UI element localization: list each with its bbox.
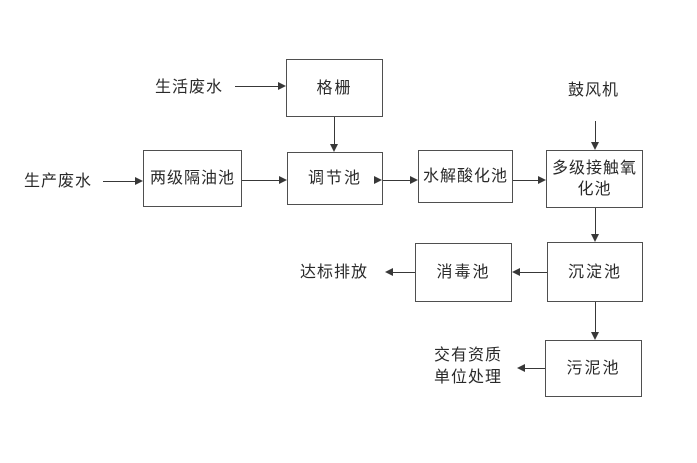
arrow-grating-to-regulation-line (334, 117, 335, 144)
node-oil-separation: 两级隔油池 (143, 150, 242, 207)
node-grating: 格栅 (286, 59, 383, 117)
node-disinfection: 消毒池 (415, 243, 512, 302)
node-oil-separation-label: 两级隔油池 (149, 170, 235, 187)
arrow-production-to-oil-line (103, 181, 135, 182)
arrow-regulation-to-hydrolysis-line (383, 180, 410, 181)
arrow-hydrolysis-to-oxidation-head (538, 176, 546, 184)
arrow-sedimentation-to-sludge-head (591, 332, 599, 340)
node-regulation: 调节池 (287, 152, 383, 205)
arrow-oil-to-regulation-head (279, 176, 287, 184)
node-disinfection-label: 消毒池 (436, 264, 491, 281)
arrow-sludge-to-qualified-head (517, 364, 525, 372)
label-domestic-wastewater: 生活废水 (155, 79, 224, 96)
label-qualified-disposal: 交有资质单位处理 (434, 347, 503, 386)
arrow-domestic-to-grating-line (235, 86, 278, 87)
arrow-blower-to-oxidation-line (595, 121, 596, 142)
arrow-sludge-to-qualified-line (525, 368, 545, 369)
label-blower: 鼓风机 (568, 82, 620, 99)
arrow-oxidation-to-sedimentation-line (595, 208, 596, 234)
node-sedimentation: 沉淀池 (547, 242, 643, 302)
arrow-regulation-to-hydrolysis-head (410, 176, 418, 184)
arrow-disinfection-to-discharge-line (393, 272, 415, 273)
arrow-oxidation-to-sedimentation-head (591, 234, 599, 242)
arrow-sedimentation-to-disinfection-line (520, 272, 547, 273)
node-sedimentation-label: 沉淀池 (567, 263, 622, 281)
arrow-production-to-oil-head (135, 177, 143, 185)
node-hydrolysis-acidification: 水解酸化池 (418, 150, 513, 203)
node-regulation-label: 调节池 (307, 170, 362, 187)
arrow-regulation-exit-head (374, 176, 382, 184)
arrow-blower-to-oxidation-head (591, 142, 599, 150)
node-grating-label: 格栅 (316, 79, 353, 97)
node-sludge: 污泥池 (545, 340, 642, 397)
arrow-disinfection-to-discharge-head (385, 268, 393, 276)
arrow-hydrolysis-to-oxidation-line (513, 180, 538, 181)
node-contact-oxidation: 多级接触氧化池 (546, 150, 643, 208)
node-sludge-label: 污泥池 (566, 360, 621, 377)
label-production-wastewater: 生产废水 (24, 173, 93, 190)
node-hydrolysis-acidification-label: 水解酸化池 (422, 168, 508, 185)
arrow-sedimentation-to-sludge-line (595, 302, 596, 332)
arrow-grating-to-regulation-head (330, 144, 338, 152)
arrow-domestic-to-grating-head (278, 82, 286, 90)
arrow-oil-to-regulation-line (242, 180, 279, 181)
node-contact-oxidation-label: 多级接触氧化池 (551, 160, 637, 198)
arrow-sedimentation-to-disinfection-head (512, 268, 520, 276)
label-discharge: 达标排放 (300, 264, 369, 281)
